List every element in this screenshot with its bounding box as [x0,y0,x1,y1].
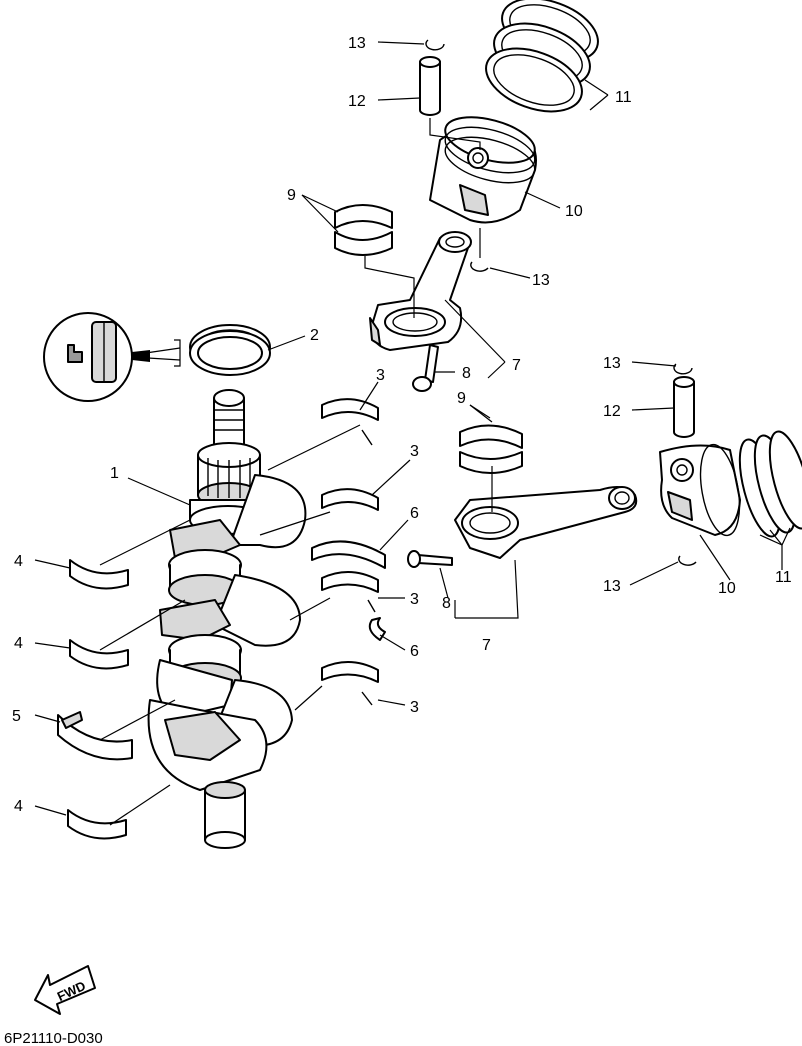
callout-1: 1 [110,465,119,482]
callout-labels: 13 12 11 10 9 13 2 7 8 3 3 6 3 6 3 1 4 4… [12,35,792,815]
main-bearing-lower-4c [67,809,127,840]
callout-3-d: 3 [410,699,419,716]
top-rod-bolt [412,344,439,392]
right-piston [659,443,741,537]
callout-12-right: 12 [603,403,621,420]
leader-lines [34,41,791,826]
callout-8-top: 8 [462,365,471,382]
thrust-bearing-6a [311,540,386,569]
callout-4-c: 4 [14,798,23,815]
drawing-code: 6P21110-D030 [4,1030,103,1046]
callout-3-b: 3 [410,443,419,460]
seal-detail-inset [43,312,181,402]
right-piston-rings [738,430,802,538]
callout-9-top: 9 [287,187,296,204]
callout-4-a: 4 [14,553,23,570]
right-pin-clip-bottom [678,555,697,566]
callout-11-right: 11 [775,569,792,586]
right-piston-pin [673,376,695,438]
callout-4-b: 4 [14,635,23,652]
callout-10-top: 10 [565,203,583,220]
top-piston [429,116,537,224]
callout-13-mid: 13 [532,272,550,289]
top-bearing-halves [334,204,393,256]
callout-9-right: 9 [457,390,466,407]
right-rod-bolt [407,550,453,568]
right-bearing-halves [459,424,523,474]
callout-11-top: 11 [615,89,632,106]
callout-13-right-top: 13 [603,355,621,372]
top-lower-clip [470,261,489,272]
top-piston-pin [419,56,441,116]
main-bearing-lower-4b [69,639,129,670]
main-bearing-upper-3c [321,571,379,613]
callout-12-top: 12 [348,93,366,110]
callout-3-a: 3 [376,367,385,384]
top-pin-clip [425,39,445,51]
thrust-bearing-6b [368,617,386,641]
crankshaft [147,389,307,849]
right-pin-clip-top [673,363,693,375]
callout-6-b: 6 [410,643,419,660]
callout-10-right: 10 [718,580,736,597]
oil-seal [189,324,271,376]
top-piston-rings [485,0,599,113]
callout-6-a: 6 [410,505,419,522]
main-bearing-upper-3d [321,661,379,706]
callout-3-c: 3 [410,591,419,608]
top-connecting-rod [369,231,472,351]
callout-7-top: 7 [512,357,521,374]
fwd-arrow: FWD [34,965,96,1015]
main-bearing-lower-5 [57,711,133,761]
callout-13-top: 13 [348,35,366,52]
callout-8-right: 8 [442,595,451,612]
right-connecting-rod [454,485,638,559]
callout-2: 2 [310,327,319,344]
callout-13-right-bottom: 13 [603,578,621,595]
callout-7-right: 7 [482,637,491,654]
main-bearing-lower-4a [69,559,129,590]
callout-5: 5 [12,708,21,725]
main-bearing-upper-3b [321,488,379,511]
main-bearing-upper-3a [321,398,379,446]
